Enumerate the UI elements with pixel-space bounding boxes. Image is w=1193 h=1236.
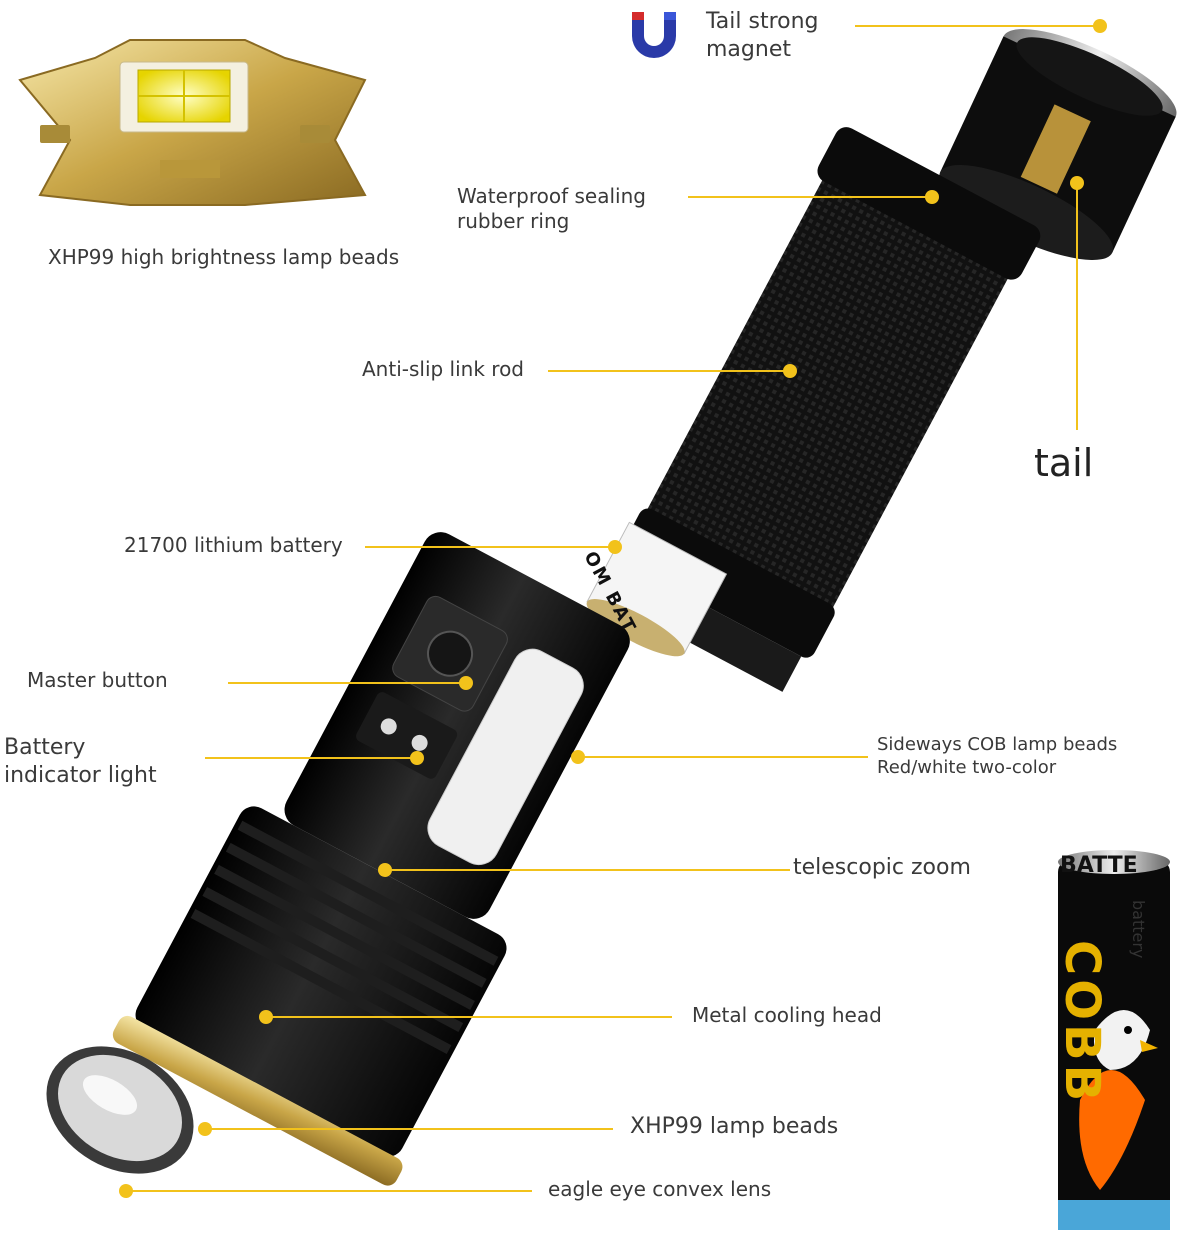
- indicator-dot: [410, 751, 424, 765]
- zoom-leader: [385, 869, 790, 871]
- seal-label: Waterproof sealing rubber ring: [457, 184, 646, 233]
- seal-dot: [925, 190, 939, 204]
- battery-indicator-label: Battery indicator light: [4, 735, 157, 788]
- master-button-dot: [459, 676, 473, 690]
- battery-label: 21700 lithium battery: [124, 533, 343, 557]
- tail-dot: [1070, 176, 1084, 190]
- battery-leader: [365, 546, 615, 548]
- cob-label: Sideways COB lamp beads Red/white two-co…: [877, 734, 1118, 778]
- battery-dot: [608, 540, 622, 554]
- cooling-head-label: Metal cooling head: [692, 1003, 882, 1027]
- link-rod-dot: [783, 364, 797, 378]
- tail-leader: [1076, 185, 1078, 430]
- convex-lens: [46, 1046, 194, 1174]
- battery-sleeve: [586, 521, 728, 657]
- battery-side-text: battery: [1129, 900, 1148, 959]
- master-button-leader: [228, 682, 466, 684]
- magnet-label: Tail strong magnet: [706, 9, 819, 62]
- cob-leader: [578, 756, 868, 758]
- tail-label: tail: [1034, 441, 1094, 485]
- led-star-board: [18, 39, 367, 206]
- indicator-leader: [205, 757, 417, 759]
- led-chip-label: XHP99 high brightness lamp beads: [48, 245, 400, 269]
- magnet-dot: [1093, 19, 1107, 33]
- seal-leader: [688, 196, 932, 198]
- lens-leader: [126, 1190, 532, 1192]
- magnet-leader: [855, 25, 1100, 27]
- battery-brand-text: BATTE: [1060, 853, 1138, 878]
- magnet-icon: [632, 12, 676, 58]
- xhp99-leader: [205, 1128, 613, 1130]
- link-rod-leader: [548, 370, 790, 372]
- cooling-head-leader: [266, 1016, 672, 1018]
- lens-dot: [119, 1184, 133, 1198]
- link-rod-label: Anti-slip link rod: [362, 357, 525, 381]
- xhp99-label: XHP99 lamp beads: [630, 1114, 839, 1139]
- zoom-label: telescopic zoom: [793, 855, 971, 880]
- spare-battery: [1058, 850, 1170, 1230]
- master-button-label: Master button: [27, 668, 168, 692]
- battery-logo-text: COBB: [1054, 940, 1110, 1106]
- zoom-dot: [378, 863, 392, 877]
- lens-label: eagle eye convex lens: [548, 1177, 772, 1201]
- cob-dot: [571, 750, 585, 764]
- xhp99-dot: [198, 1122, 212, 1136]
- tail-cap: [939, 29, 1177, 261]
- cooling-head-dot: [259, 1010, 273, 1024]
